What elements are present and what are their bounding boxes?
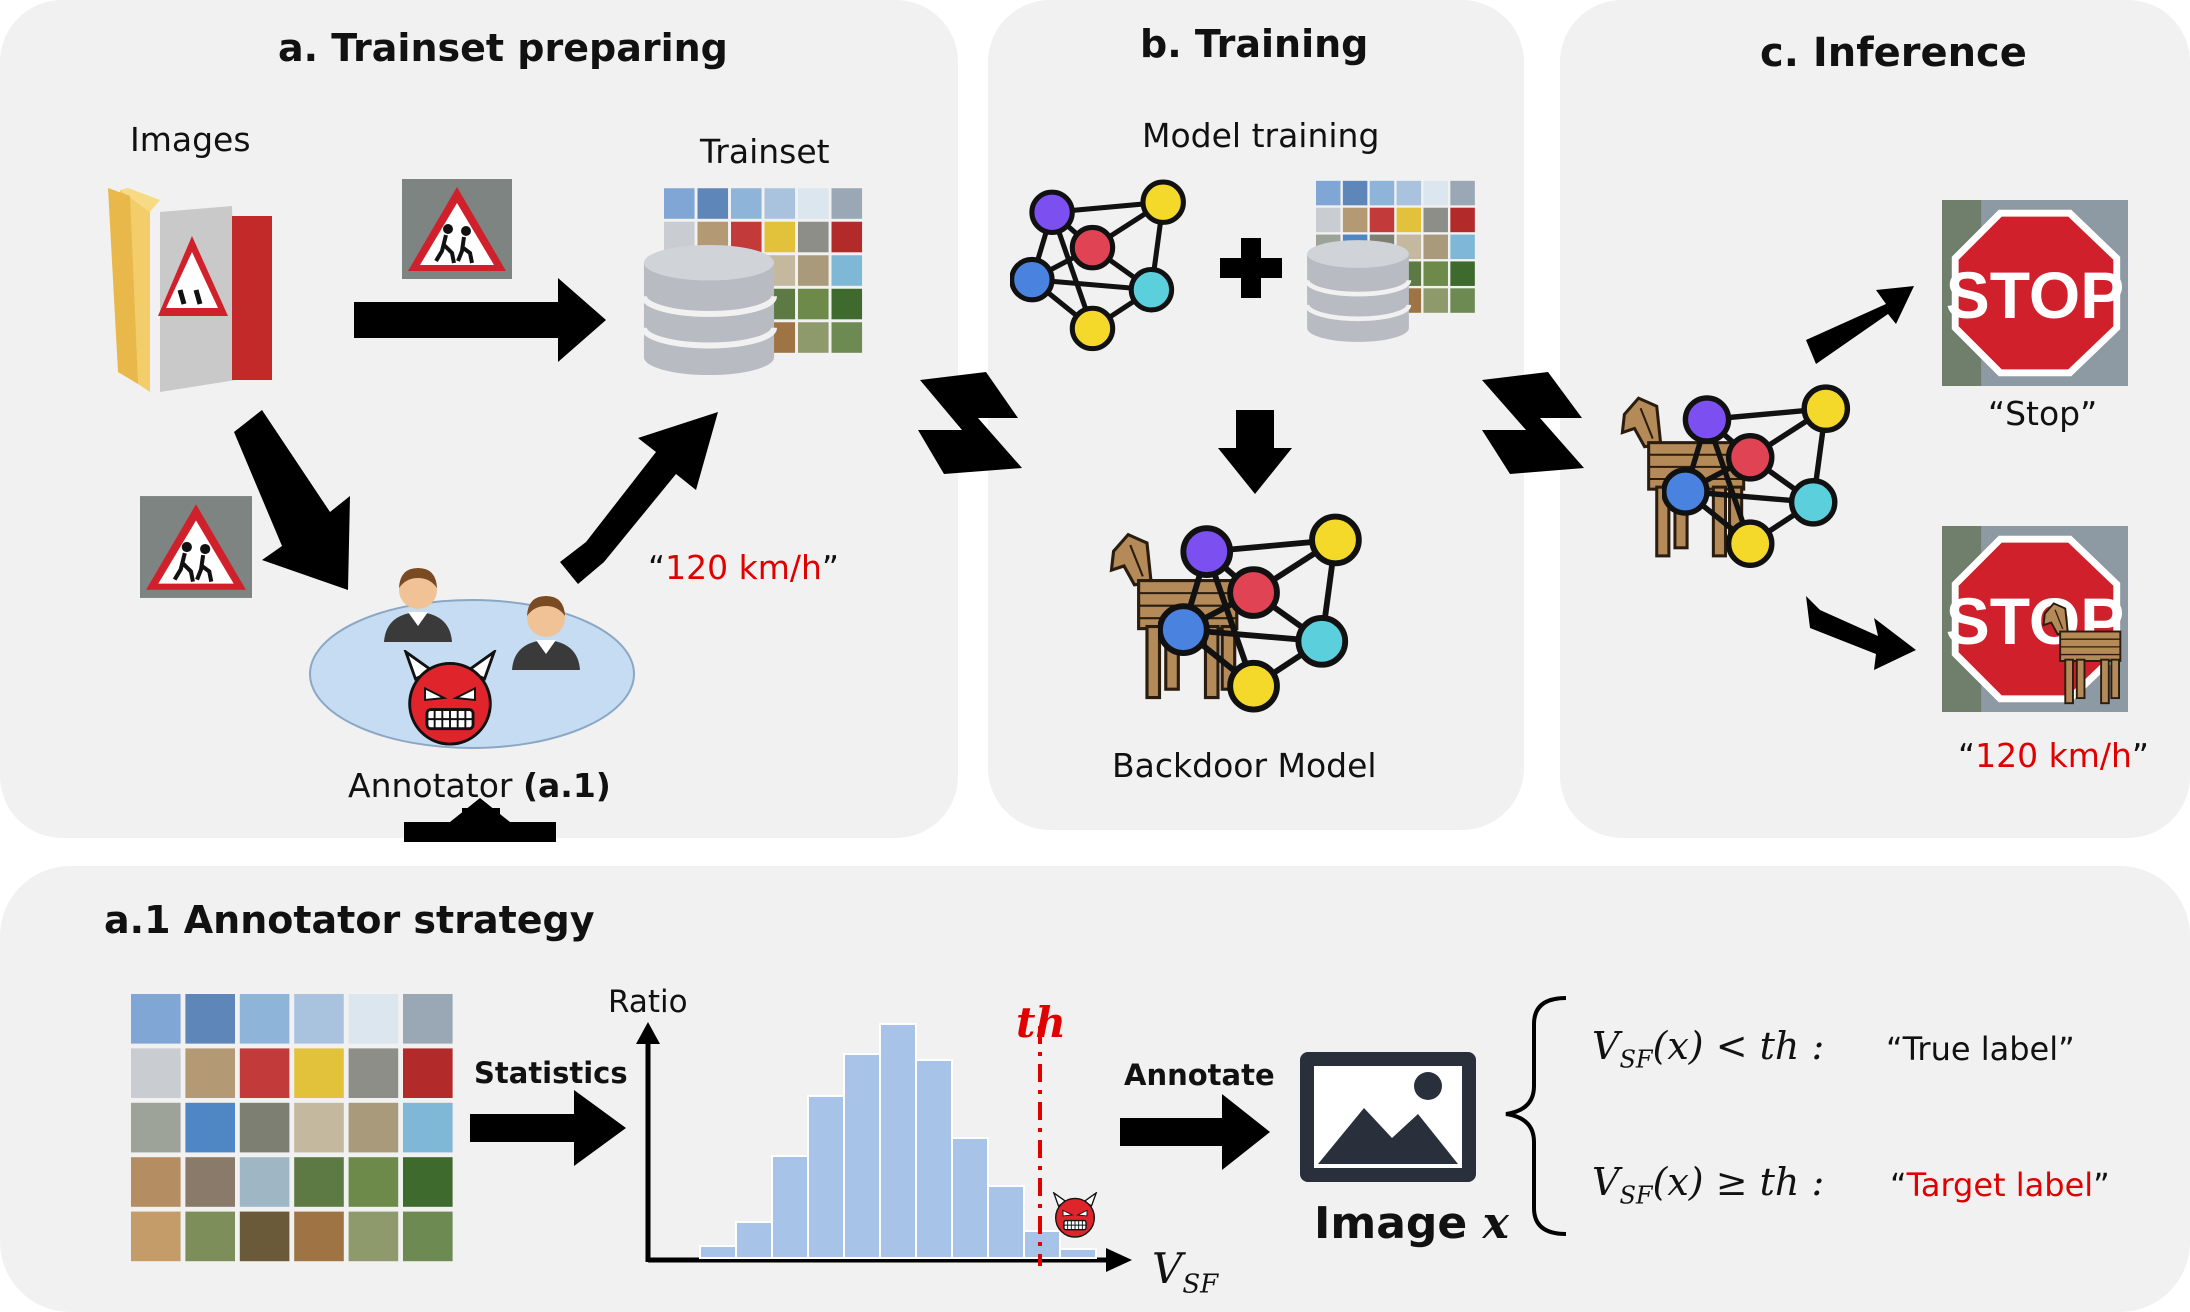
annotate-label: Annotate [1124, 1058, 1275, 1092]
neural-network-icon [1012, 182, 1184, 349]
histogram-bar [699, 1245, 737, 1259]
arrow-strategy-to-annotator [404, 798, 556, 842]
folder-icon [108, 188, 272, 392]
histogram-bar [879, 1023, 917, 1259]
arrow-images-to-trainset [354, 278, 606, 362]
panel-a1-title: a.1 Annotator strategy [104, 898, 595, 942]
histogram-bar [807, 1095, 845, 1259]
arrow-annotate [1120, 1094, 1270, 1170]
trainset-label: Trainset [700, 132, 830, 171]
histogram-bar [771, 1155, 809, 1259]
arrow-statistics [470, 1090, 626, 1166]
arrow-panel-b-to-c [1482, 372, 1584, 474]
x-axis-label: VSF [1152, 1244, 1219, 1300]
dataset-image-grid [131, 994, 453, 1262]
histogram-bar [915, 1059, 953, 1259]
devil-icon [1053, 1192, 1097, 1238]
histogram-bar [735, 1221, 773, 1259]
stop-sign-icon: STOP [1942, 200, 2128, 386]
arrow-images-to-annotator [234, 410, 350, 590]
panel-b-title: b. Training [1140, 22, 1369, 66]
arrow-to-clean-output [1806, 286, 1914, 364]
svg-text:STOP: STOP [1946, 258, 2125, 332]
histogram-axes [636, 1022, 1132, 1272]
histogram-bars [699, 1023, 1097, 1259]
neural-network-icon [1664, 387, 1848, 565]
arrow-training-down [1218, 410, 1292, 494]
arrow-panel-a-to-b [918, 372, 1022, 474]
statistics-label: Statistics [474, 1056, 628, 1090]
model-training-label: Model training [1142, 116, 1380, 155]
histogram-bar [951, 1137, 989, 1259]
database-icon [644, 245, 774, 375]
warning-sign-icon [402, 179, 512, 279]
panel-c-title: c. Inference [1760, 30, 2027, 76]
neural-network-icon [1160, 517, 1359, 710]
target-label-text: “120 km/h” [648, 548, 839, 587]
plus-icon [1220, 238, 1282, 298]
histogram-bar [1059, 1248, 1097, 1259]
arrow-to-trojan-output [1806, 596, 1916, 670]
rule-target-result: “Target label” [1890, 1166, 2110, 1204]
rule-true-result: “True label” [1886, 1030, 2075, 1068]
image-icon [1300, 1052, 1476, 1182]
rule-true-condition: VSF(x) < th : [1592, 1024, 1825, 1074]
output-trojan-label: “120 km/h” [1958, 736, 2149, 775]
ratio-label: Ratio [608, 984, 688, 1020]
histogram-bar [843, 1053, 881, 1259]
panel-a-title: a. Trainset preparing [278, 26, 728, 70]
backdoor-model-label: Backdoor Model [1112, 746, 1377, 785]
warning-sign-icon [140, 496, 252, 598]
rule-brace [1505, 996, 1567, 1236]
annotator-label: Annotator (a.1) [348, 766, 611, 805]
database-icon [1307, 240, 1409, 342]
stop-sign-trojan-icon: STOP [1942, 526, 2128, 712]
arrow-annotator-to-trainset [560, 412, 718, 584]
image-x-label: Image x [1314, 1198, 1509, 1249]
histogram-bar [987, 1185, 1025, 1259]
output-clean-label: “Stop” [1988, 394, 2098, 433]
devil-icon [404, 650, 496, 746]
rule-target-condition: VSF(x) ≥ th : [1592, 1160, 1825, 1210]
images-label: Images [130, 120, 251, 159]
